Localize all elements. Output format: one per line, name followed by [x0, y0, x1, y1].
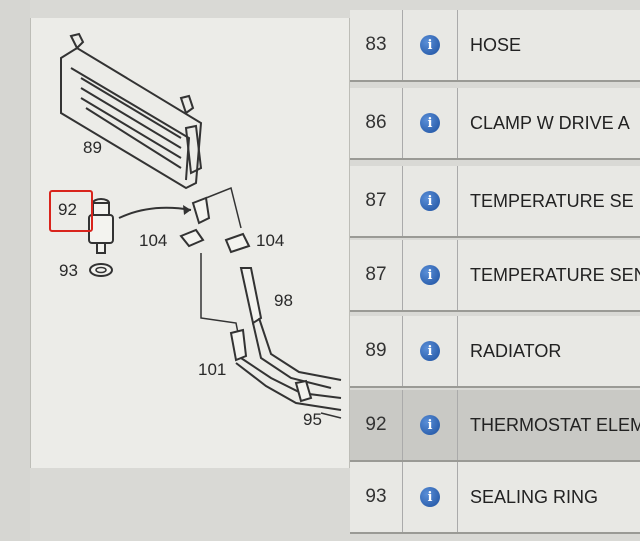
- part-row[interactable]: 93 i SEALING RING: [350, 462, 640, 534]
- part-description: SEALING RING: [470, 486, 599, 507]
- selected-callout-box: [49, 190, 93, 232]
- part-description: THERMOSTAT ELEM: [470, 414, 640, 435]
- part-row[interactable]: 86 i CLAMP W DRIVE A: [350, 88, 640, 160]
- info-icon[interactable]: i: [420, 35, 440, 55]
- page-left-edge: [0, 0, 30, 541]
- callout-92[interactable]: 92: [58, 200, 77, 219]
- info-icon[interactable]: i: [420, 191, 440, 211]
- info-icon[interactable]: i: [420, 113, 440, 133]
- callout-95[interactable]: 95: [303, 410, 322, 429]
- part-number: 83: [350, 10, 403, 80]
- parts-list: 83 i HOSE 86 i CLAMP W DRIVE A 87 i TEMP…: [350, 10, 640, 540]
- parts-diagram: 89 92 93 104 104 98 101 95: [30, 18, 350, 468]
- callout-98[interactable]: 98: [274, 291, 293, 310]
- part-number: 92: [350, 390, 403, 460]
- part-number: 87: [350, 166, 403, 236]
- radiator-drawing: [60, 32, 203, 190]
- hose-drawing: [239, 267, 263, 325]
- part-row[interactable]: 89 i RADIATOR: [350, 316, 640, 388]
- diagram-drawing: [60, 32, 342, 419]
- callout-104-right[interactable]: 104: [256, 231, 285, 250]
- part-description: CLAMP W DRIVE A: [470, 112, 630, 133]
- clamp-drawing: [179, 228, 251, 254]
- callout-104-left[interactable]: 104: [139, 231, 168, 250]
- info-icon[interactable]: i: [420, 415, 440, 435]
- sealing-ring-drawing: [89, 263, 113, 277]
- part-row-selected[interactable]: 92 i THERMOSTAT ELEM: [350, 390, 640, 462]
- part-number: 89: [350, 316, 403, 386]
- part-number: 87: [350, 240, 403, 310]
- part-row[interactable]: 83 i HOSE: [350, 10, 640, 82]
- info-icon[interactable]: i: [420, 487, 440, 507]
- part-row[interactable]: 87 i TEMPERATURE SEN: [350, 240, 640, 312]
- info-icon[interactable]: i: [420, 265, 440, 285]
- part-description: TEMPERATURE SEN: [470, 264, 640, 285]
- part-row[interactable]: 87 i TEMPERATURE SE: [350, 166, 640, 238]
- part-description: TEMPERATURE SE: [470, 190, 634, 211]
- thermostat-drawing: [88, 198, 114, 254]
- info-icon[interactable]: i: [420, 341, 440, 361]
- part-number: 86: [350, 88, 403, 158]
- part-description: RADIATOR: [470, 340, 562, 361]
- callout-101[interactable]: 101: [198, 360, 227, 379]
- callout-89[interactable]: 89: [83, 138, 102, 157]
- part-description: HOSE: [470, 34, 522, 55]
- callout-93[interactable]: 93: [59, 261, 78, 280]
- part-number: 93: [350, 462, 403, 532]
- arrow-connector: [118, 206, 192, 219]
